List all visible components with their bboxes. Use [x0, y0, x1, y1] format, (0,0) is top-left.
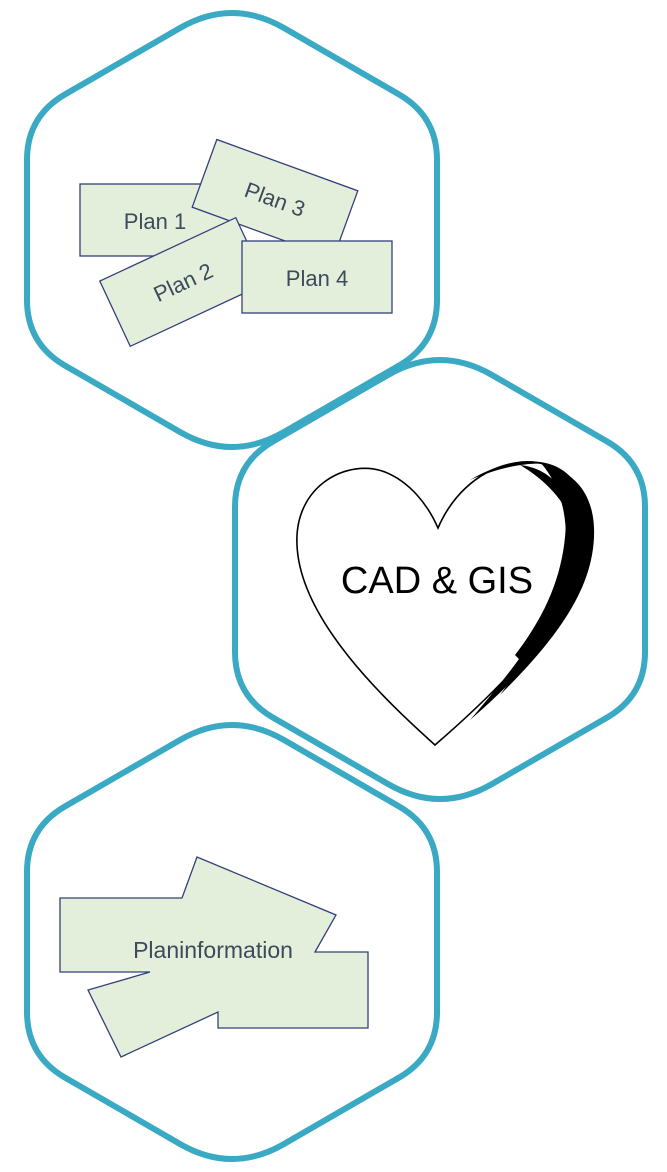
- plan-3-box: [191, 138, 359, 260]
- planinformation-label: Planinformation: [133, 937, 293, 963]
- planinformation-shape: [59, 856, 369, 1058]
- middle-hexagon-group: CAD & GIS: [232, 357, 648, 802]
- plan-4-card: Plan 4: [241, 240, 393, 314]
- bottom-hexagon-group: Planinformation: [24, 722, 440, 1162]
- plan-4-label: Plan 4: [286, 266, 348, 291]
- plan-4-box: [241, 240, 393, 314]
- plan-3-card: Plan 3: [191, 138, 359, 260]
- plan-1-label: Plan 1: [124, 209, 186, 234]
- plan-2-card: Plan 2: [98, 216, 268, 348]
- heart-brush-strokes: [470, 461, 595, 720]
- top-hexagon-group: Plan 1 Plan 3 Plan 2 Plan 4: [24, 10, 440, 450]
- heart-label: CAD & GIS: [341, 560, 533, 602]
